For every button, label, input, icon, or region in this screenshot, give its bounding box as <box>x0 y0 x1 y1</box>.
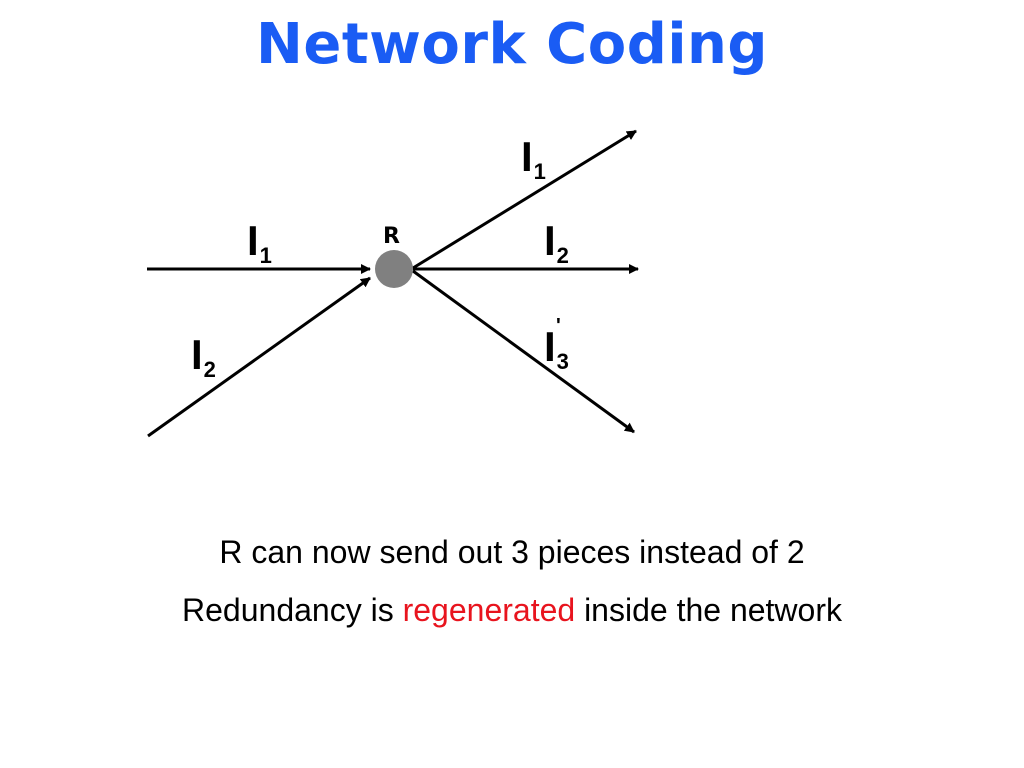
output-label-3-main: I <box>544 323 556 370</box>
output-label-2-main: I <box>544 217 556 264</box>
output-label-1: I1 <box>521 133 546 183</box>
caption-line-2: Redundancy is regenerated inside the net… <box>0 592 1024 629</box>
input-label-1-sub: 1 <box>259 243 272 268</box>
caption-line-1: R can now send out 3 pieces instead of 2 <box>219 534 805 570</box>
caption-line-2-pre: Redundancy is <box>182 592 403 628</box>
output-label-2: I2 <box>544 217 569 267</box>
output-label-1-main: I <box>521 133 533 180</box>
input-label-1-main: I <box>247 217 259 264</box>
input-label-2-sub: 2 <box>203 357 216 382</box>
caption-highlight: regenerated <box>402 592 576 628</box>
input-label-2: I2 <box>191 331 216 381</box>
output-edge-1 <box>412 129 637 270</box>
output-label-2-sub: 2 <box>556 243 569 268</box>
router-node-label: R <box>383 224 400 249</box>
input-edge-2 <box>147 276 371 438</box>
router-node <box>375 250 413 288</box>
output-label-3: I3 ' <box>544 316 569 373</box>
input-label-2-main: I <box>191 331 203 378</box>
output-label-3-sub: 3 <box>556 349 569 374</box>
slide-title: Network Coding <box>256 12 768 77</box>
output-edge-3 <box>412 269 635 434</box>
output-label-3-prime: ' <box>556 315 561 337</box>
output-label-1-sub: 1 <box>533 159 546 184</box>
input-label-1: I1 <box>247 217 272 267</box>
caption-line-2-post: inside the network <box>575 592 842 628</box>
